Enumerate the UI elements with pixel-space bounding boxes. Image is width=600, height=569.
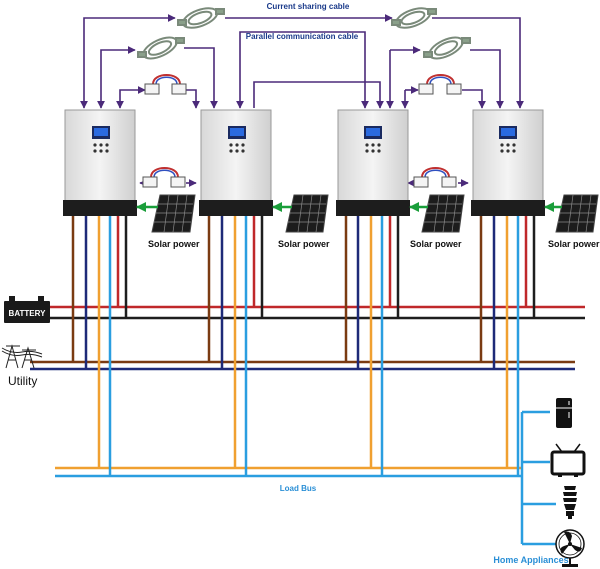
solar-panel-icon [421,194,465,233]
television-icon [550,443,586,477]
battery-label: BATTERY [9,309,47,318]
solar-panel-icon [555,194,599,233]
inverter-4 [471,109,545,216]
refrigerator-icon [556,398,572,428]
rj45-connector-icon [418,74,462,95]
inverter-1 [63,109,137,216]
appliance-feeder [520,410,556,546]
fan-icon [555,529,585,567]
rj45-connector-icon [413,167,457,188]
solar-power-label: Solar power [148,239,200,249]
solar-power-label: Solar power [278,239,330,249]
cable-coil-icon [137,36,185,60]
load-bus-label: Load Bus [280,484,317,493]
parallel-communication-cable-label: Parallel communication cable [246,32,359,41]
utility-tower-icon [1,344,43,369]
solar-power-label: Solar power [410,239,462,249]
cable-coil-icon [177,7,225,29]
rj45-connector-icon [144,74,187,95]
inverter-2-wires [207,216,264,476]
home-appliances-label: Home Appliances [493,555,568,565]
solar-panel-icon [285,194,329,233]
rj45-connector-icon [142,167,186,188]
utility-label: Utility [8,374,37,388]
inverter-4-wires [479,216,536,476]
inverter-1-wires [71,216,128,476]
battery-icon: BATTERY [4,296,50,323]
solar-panel-icon [151,194,196,233]
cable-coil-icon [391,7,437,29]
solar-power-label: Solar power [548,239,600,249]
inverter-2 [199,109,273,216]
light-bulb-icon [563,486,577,519]
inverter-3 [336,109,410,216]
cable-coil-icon [423,36,471,60]
current-sharing-cable-label: Current sharing cable [267,2,350,11]
inverter-3-wires [344,216,400,476]
current-sharing-cabling [80,14,524,187]
